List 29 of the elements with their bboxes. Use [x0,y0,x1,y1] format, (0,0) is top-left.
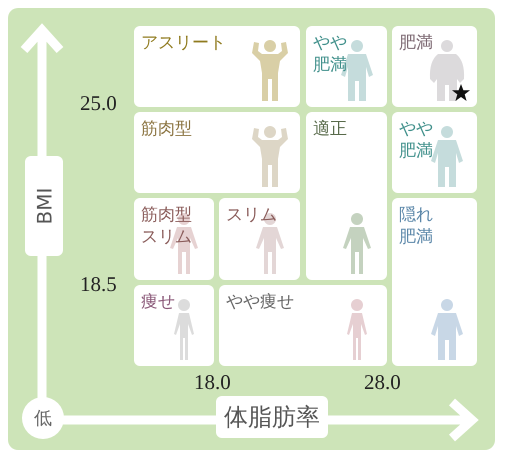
axis-tick-label: 18.0 [194,370,231,395]
category-label: スリム [226,204,277,226]
axis-title: BMI [25,156,63,256]
axis-tick-label: 18.5 [80,272,117,297]
category-label: 痩せ [141,291,175,313]
category-cell [392,198,477,366]
category-cell [306,26,387,107]
axis-tick-label: 25.0 [80,91,117,116]
axis-tick-label: 28.0 [364,370,401,395]
category-cell [219,285,387,366]
category-cell [392,112,477,193]
category-cell [134,112,300,193]
category-label: やや痩せ [226,291,294,313]
category-label: アスリート [141,32,226,54]
category-cell [134,26,300,107]
category-label: 筋肉型 [141,118,192,140]
category-cell [306,112,387,280]
category-label: 適正 [313,118,347,140]
category-cell [219,198,300,280]
origin-label: 低 [22,397,64,439]
category-label: 筋肉型スリム [141,204,193,248]
category-label: 肥満 [399,32,433,54]
category-label: 隠れ肥満 [399,204,434,248]
category-label: やや肥満 [313,32,348,76]
category-label: やや肥満 [399,118,434,162]
category-cell [134,285,214,366]
category-cell [134,198,214,280]
axis-title: 体脂肪率 [216,396,328,438]
category-cell [392,26,477,107]
